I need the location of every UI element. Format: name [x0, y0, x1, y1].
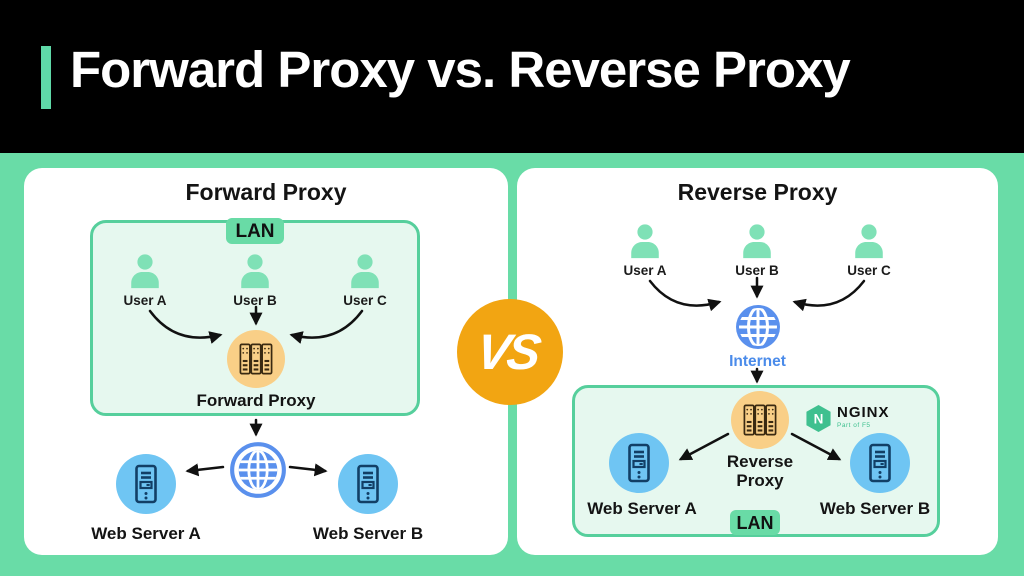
forward-proxy-node — [227, 330, 285, 388]
forward-web-server-a-label: Web Server A — [91, 524, 201, 543]
svg-text:N: N — [814, 411, 824, 426]
forward-user-c: User C — [333, 252, 397, 308]
nginx-hexagon-icon: N — [806, 405, 831, 432]
user-label: User C — [343, 293, 387, 308]
reverse-user-a: User A — [613, 222, 677, 278]
reverse-lan-tab: LAN — [730, 510, 780, 535]
person-icon — [743, 224, 771, 259]
person-icon — [131, 254, 159, 289]
reverse-user-c: User C — [837, 222, 901, 278]
internet-globe-icon — [734, 303, 782, 356]
forward-web-server-a-node — [116, 454, 176, 514]
server-rack-icon — [743, 404, 777, 436]
server-tower-icon — [869, 443, 891, 483]
title-accent-bar — [41, 46, 51, 109]
person-icon — [351, 254, 379, 289]
reverse-user-b: User B — [725, 222, 789, 278]
reverse-proxy-node — [731, 391, 789, 449]
user-label: User C — [847, 263, 891, 278]
vs-label: VS — [472, 324, 542, 380]
reverse-panel-title: Reverse Proxy — [677, 179, 838, 205]
reverse-proxy-panel: Reverse Proxy User A User B User C — [517, 168, 998, 555]
user-label: User A — [123, 293, 167, 308]
reverse-proxy-label: Reverse Proxy — [726, 452, 794, 490]
internet-label: Internet — [729, 353, 786, 370]
internet-globe-icon — [229, 441, 287, 504]
nginx-name: NGINX — [837, 404, 890, 421]
user-label: User B — [735, 263, 779, 278]
person-icon — [855, 224, 883, 259]
reverse-web-server-a-node — [609, 433, 669, 493]
user-label: User A — [623, 263, 667, 278]
forward-panel-title: Forward Proxy — [185, 179, 347, 205]
server-tower-icon — [357, 464, 379, 504]
page-title: Forward Proxy vs. Reverse Proxy — [70, 41, 851, 98]
person-icon — [241, 254, 269, 289]
person-icon — [631, 224, 659, 259]
nginx-logo: N NGINX Part of F5 — [805, 404, 890, 433]
reverse-web-server-b-label: Web Server B — [819, 499, 931, 518]
server-tower-icon — [628, 443, 650, 483]
forward-lan-tab: LAN — [226, 218, 284, 244]
vs-badge: VS — [457, 299, 563, 405]
server-rack-icon — [239, 343, 273, 375]
header-bar: Forward Proxy vs. Reverse Proxy — [0, 0, 1024, 153]
forward-web-server-b-label: Web Server B — [312, 524, 424, 543]
reverse-web-server-a-label: Web Server A — [587, 499, 697, 518]
forward-user-b: User B — [223, 252, 287, 308]
user-label: User B — [233, 293, 277, 308]
forward-user-a: User A — [113, 252, 177, 308]
forward-web-server-b-node — [338, 454, 398, 514]
reverse-web-server-b-node — [850, 433, 910, 493]
forward-proxy-label: Forward Proxy — [196, 391, 316, 410]
forward-proxy-panel: Forward Proxy LAN User A User B User C — [24, 168, 508, 555]
server-tower-icon — [135, 464, 157, 504]
nginx-tagline: Part of F5 — [837, 422, 871, 429]
